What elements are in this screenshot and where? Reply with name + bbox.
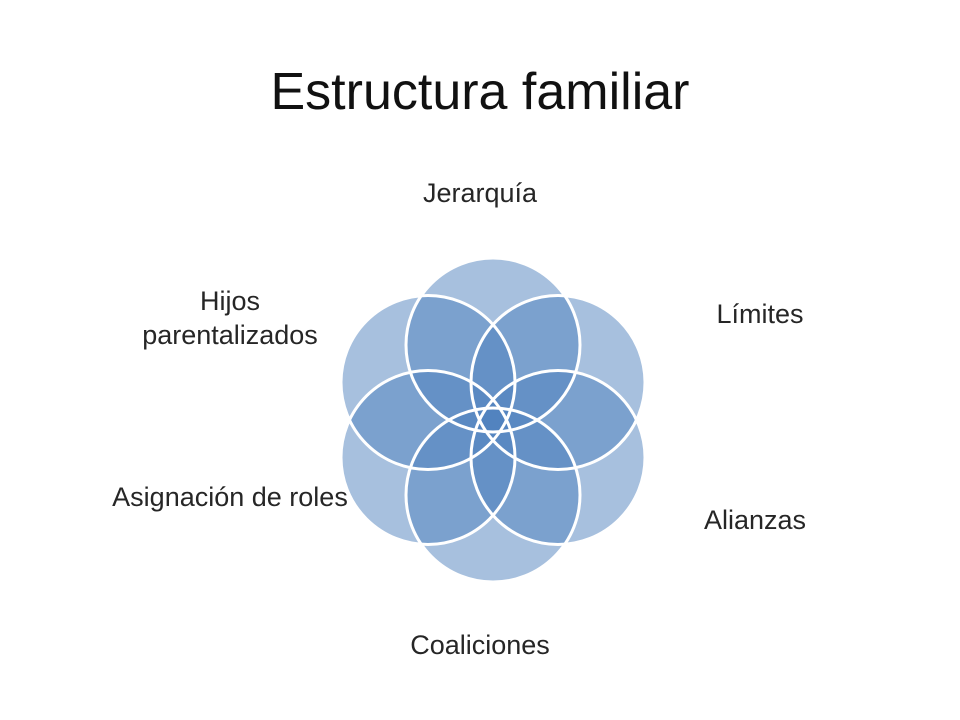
- slide-title: Estructura familiar: [270, 63, 690, 121]
- label-coaliciones: Coaliciones: [410, 630, 550, 660]
- label-hijos-parentalizados: Hijos parentalizados: [142, 286, 318, 350]
- label-jerarquia: Jerarquía: [422, 178, 538, 208]
- circle-outline-4: [404, 406, 582, 584]
- label-asignacion-de-roles: Asignación de roles: [112, 482, 348, 512]
- circle-6: [341, 295, 515, 470]
- circle-outline-6: [339, 294, 517, 471]
- circle-outline-1: [404, 256, 582, 434]
- label-limites: Límites: [716, 299, 804, 329]
- circle-outline-5: [339, 369, 517, 546]
- label-alianzas: Alianzas: [703, 505, 807, 535]
